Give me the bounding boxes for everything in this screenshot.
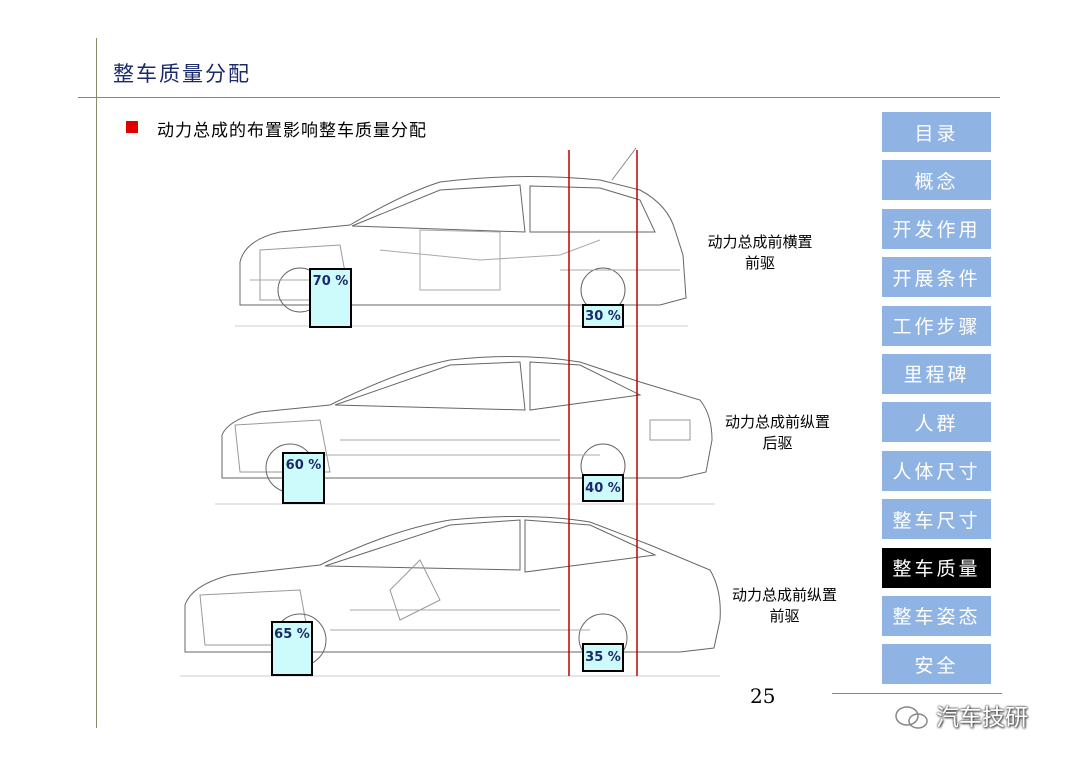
watermark-text: 汽车技研: [936, 705, 1028, 731]
layout-label-line1: 动力总成前纵置: [731, 586, 837, 604]
nav-item-milestones[interactable]: 里程碑: [882, 353, 991, 394]
car-sedan-fwd-drawing: [180, 515, 721, 677]
nav-item-steps[interactable]: 工作步骤: [882, 305, 991, 346]
wechat-icon: [895, 706, 928, 729]
layout-label: 动力总成前横置 前驱: [700, 232, 820, 274]
bullet-text: 动力总成的布置影响整车质量分配: [157, 121, 427, 141]
front-weight-box: 65 %: [271, 621, 313, 676]
bullet-marker: [126, 121, 138, 133]
nav-item-safety[interactable]: 安全: [882, 644, 991, 685]
nav-item-vehicle-size[interactable]: 整车尺寸: [882, 499, 991, 540]
layout-label-line2: 前驱: [769, 607, 800, 625]
rear-weight-box: 30 %: [582, 304, 624, 328]
nav-item-body-size[interactable]: 人体尺寸: [882, 450, 991, 491]
left-rule: [96, 38, 97, 728]
footer-rule: [832, 693, 1002, 694]
front-weight-box: 70 %: [309, 268, 352, 328]
layout-label-line2: 后驱: [762, 434, 793, 452]
rear-weight-box: 40 %: [582, 474, 624, 502]
layout-label-line2: 前驱: [744, 254, 775, 272]
front-weight-box: 60 %: [282, 452, 325, 504]
layout-label: 动力总成前纵置 前驱: [722, 585, 847, 627]
nav-item-conditions[interactable]: 开展条件: [882, 257, 991, 298]
layout-label: 动力总成前纵置 后驱: [715, 412, 840, 454]
title-underline: [78, 97, 1000, 98]
page-number: 25: [750, 684, 776, 708]
car-sedan-rwd-drawing: [215, 355, 715, 505]
nav-item-population[interactable]: 人群: [882, 402, 991, 443]
layout-label-line1: 动力总成前横置: [707, 233, 813, 251]
nav-item-concept[interactable]: 概念: [882, 160, 991, 201]
rear-weight-box: 35 %: [582, 643, 624, 672]
nav-item-vehicle-mass[interactable]: 整车质量: [882, 547, 991, 588]
nav-item-dev-role[interactable]: 开发作用: [882, 208, 991, 249]
layout-label-line1: 动力总成前纵置: [724, 413, 830, 431]
nav-item-catalog[interactable]: 目录: [882, 112, 991, 152]
car-hatchback-drawing: [235, 147, 688, 327]
nav-item-vehicle-attitude[interactable]: 整车姿态: [882, 595, 991, 636]
page-title: 整车质量分配: [113, 62, 251, 86]
section-nav: 目录 概念 开发作用 开展条件 工作步骤 里程碑 人群 人体尺寸 整车尺寸 整车…: [882, 112, 991, 693]
